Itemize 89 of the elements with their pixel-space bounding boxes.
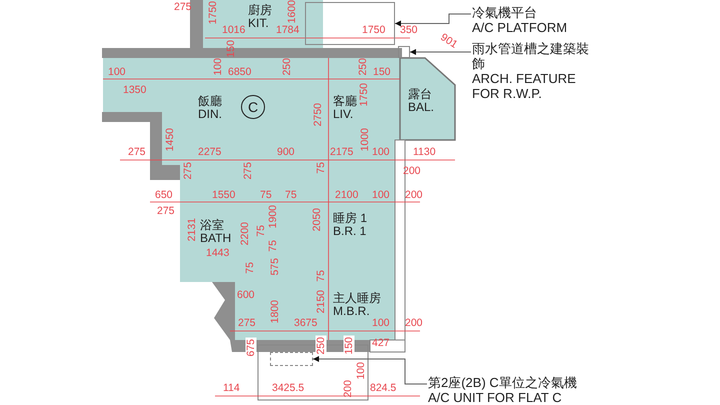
dimension-value: 150: [344, 336, 354, 356]
dimension-value: 1784: [276, 25, 300, 36]
dimension-value: 1016: [222, 25, 246, 36]
dimension-value: 1600: [287, 0, 298, 24]
dimension-value: 250: [282, 58, 292, 76]
dimension-value: 100: [213, 58, 224, 76]
dimension-value: 1450: [165, 128, 176, 152]
dimension-value: 1750: [208, 1, 218, 24]
room-name: 睡房 1: [333, 212, 368, 226]
dimension-value: 275: [157, 206, 175, 216]
dimension-value: 1750: [362, 25, 386, 36]
dimension-value: 2750: [313, 103, 324, 126]
room-name: KIT.: [248, 17, 270, 30]
dimension-value: 75: [316, 270, 326, 282]
flat-marker: C: [241, 95, 265, 119]
dimension-value: 75: [285, 190, 297, 200]
dimension-value: 100: [108, 67, 126, 78]
dimension-value: 200: [405, 190, 423, 200]
dimension-value: 75: [260, 190, 272, 200]
dimension-value: 1550: [212, 190, 236, 200]
dimension-value: 2131: [187, 218, 198, 242]
dimension-value: 100: [372, 190, 390, 200]
room-name: M.B.R.: [333, 305, 371, 318]
dimension-value: 824.5: [370, 383, 396, 394]
dimension-value: 275: [183, 162, 194, 180]
room-name: 廚房: [248, 4, 272, 18]
leader-line: [394, 14, 472, 26]
callout-text: 雨水管道槽之建築裝飾: [472, 42, 590, 72]
outlined-area: [398, 46, 410, 58]
dimension-value: 2100: [335, 190, 358, 200]
leader-line: [410, 49, 472, 55]
dimension-value: 6850: [228, 67, 252, 78]
room-name: B.R. 1: [333, 225, 368, 238]
dimension-value: 150: [373, 67, 391, 78]
dimension-value: 3425.5: [272, 383, 304, 394]
ac-unit-outline: [270, 352, 313, 366]
dimension-value: 275: [243, 162, 254, 180]
dimension-value: 3675: [294, 318, 318, 328]
dimension-value: 2275: [198, 147, 222, 158]
dimension-value: 1900: [268, 205, 278, 228]
dimension-value: 2175: [330, 147, 354, 158]
room-name: LIV.: [333, 108, 354, 122]
dimension-value: 2050: [312, 208, 322, 232]
dimension-value: 2200: [240, 222, 250, 246]
dimension-value: 200: [343, 380, 354, 398]
dimension-value: 275: [128, 147, 146, 158]
dimension-value: 575: [270, 258, 280, 276]
dimension-value: 275: [238, 318, 256, 328]
dimension-value: 1800: [270, 300, 280, 324]
dimension-value: 1000: [360, 128, 370, 152]
callout-text: 第2座(2B) C單位之冷氣機: [428, 376, 577, 391]
room-name: BAL.: [408, 101, 434, 114]
room-name: 浴室: [200, 219, 225, 232]
dimension-value: 350: [400, 25, 418, 36]
room-name: 客廳: [333, 95, 357, 108]
dimension-value: 75: [268, 240, 278, 252]
dimension-value: 114: [223, 383, 240, 394]
room-name: BATH: [200, 232, 232, 246]
outlined-area: [305, 2, 395, 45]
dimension-value: 250: [316, 336, 326, 356]
dimension-value: 75: [316, 162, 326, 174]
room-name: 飯廳: [198, 95, 222, 108]
dimension-value: 600: [237, 290, 255, 300]
dimension-value: 675: [246, 338, 256, 358]
room-name: DIN.: [198, 108, 222, 122]
dimension-value: 650: [155, 190, 173, 200]
dimension-value: 200: [405, 318, 423, 328]
dimension-value: 901: [438, 32, 459, 50]
dimension-value: 2150: [316, 290, 326, 314]
dimension-value: 427: [372, 338, 390, 348]
callout-text: 冷氣機平台: [472, 6, 538, 21]
dimension-value: 100: [372, 147, 390, 158]
dimension-value: 1130: [413, 147, 436, 158]
dimension-value: 100: [372, 318, 390, 328]
dimension-value: 75: [256, 225, 266, 237]
dimension-value: 75: [245, 262, 256, 274]
dimension-value: 1750: [359, 83, 370, 106]
callout-text: A/C UNIT FOR FLAT C: [428, 390, 563, 405]
room-name: 主人睡房: [333, 292, 381, 306]
callout-text: ARCH. FEATURE FOR R.W.P.: [472, 72, 577, 102]
dimension-value: 1443: [206, 248, 230, 258]
dimension-value: 1350: [123, 85, 146, 96]
dimension-value: 250: [358, 58, 368, 76]
dimension-value: 900: [277, 147, 295, 158]
leader-line: [312, 356, 428, 384]
room-name: 露台: [408, 88, 433, 102]
callout-text: A/C PLATFORM: [472, 20, 568, 36]
dimension-value: 150: [226, 40, 236, 58]
dimension-value: 100: [356, 362, 366, 380]
